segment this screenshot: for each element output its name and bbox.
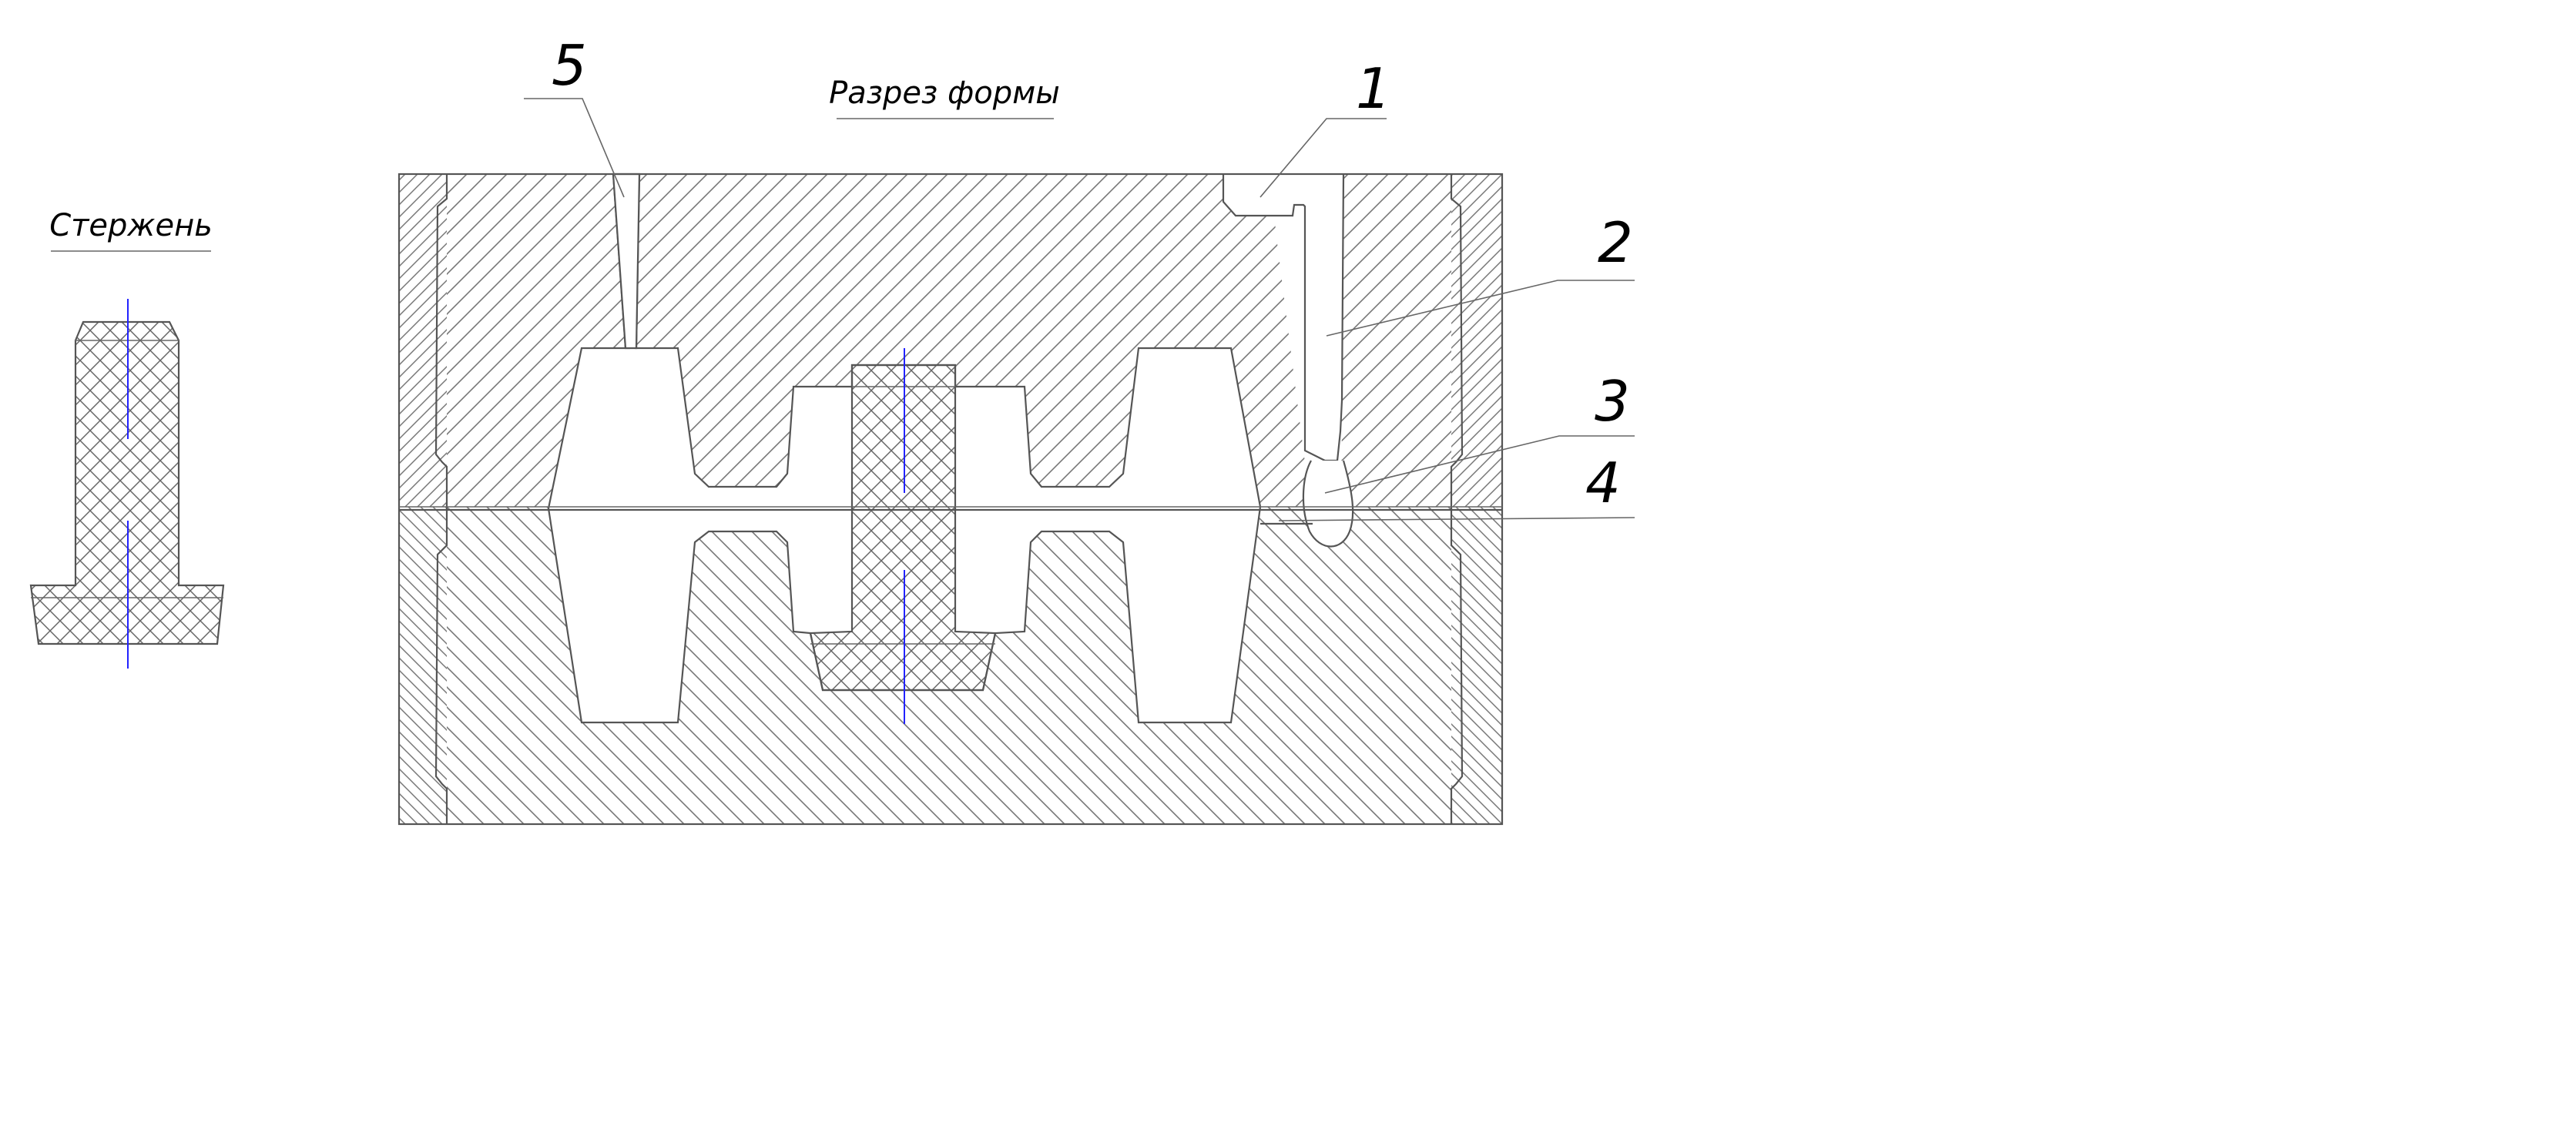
callout-5: 5 (552, 33, 587, 98)
callout-3: 3 (1595, 369, 1630, 434)
callout-2: 2 (1598, 210, 1633, 275)
callout-1: 1 (1356, 56, 1391, 121)
gating-channel (1222, 173, 1345, 462)
flask-inner-contour-right (1450, 174, 1464, 824)
callout-4: 4 (1585, 451, 1621, 515)
leader-1 (1259, 118, 1387, 198)
section-title: Разрез формы (829, 75, 1060, 111)
leader-5 (524, 98, 625, 198)
core-title: Стержень (49, 208, 213, 243)
flask-right-upper (1451, 174, 1502, 507)
flask-left-upper (399, 174, 447, 507)
callouts: 5 1 2 3 4 (524, 33, 1635, 521)
flask-inner-contour-left (434, 174, 448, 824)
leader-3 (1324, 435, 1635, 494)
flask-left-lower (399, 507, 447, 824)
leader-4 (1278, 517, 1635, 521)
mold-outline (397, 173, 1504, 826)
mold-section: Разрез формы (397, 75, 1504, 826)
leader-2 (1326, 280, 1635, 337)
placed-core (809, 364, 997, 692)
core-body (29, 320, 225, 645)
flask-right-lower (1451, 507, 1502, 824)
core-view: Стержень (29, 208, 225, 669)
gating-feeder (1302, 460, 1354, 548)
